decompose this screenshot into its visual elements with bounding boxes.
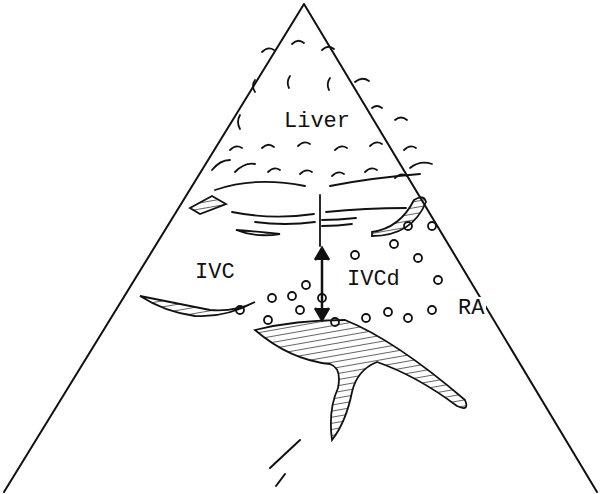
part-label: RA — [456, 297, 486, 321]
part-label: Liver — [282, 110, 352, 134]
vessel-wall — [140, 196, 466, 440]
part-label: IVC — [193, 261, 237, 285]
stray-stroke — [270, 440, 300, 486]
liver-texture — [212, 41, 432, 246]
dimension-arrow — [315, 248, 329, 320]
sector-outline — [4, 4, 597, 492]
part-label: IVCd — [345, 268, 402, 292]
blood-bubble — [236, 222, 442, 326]
